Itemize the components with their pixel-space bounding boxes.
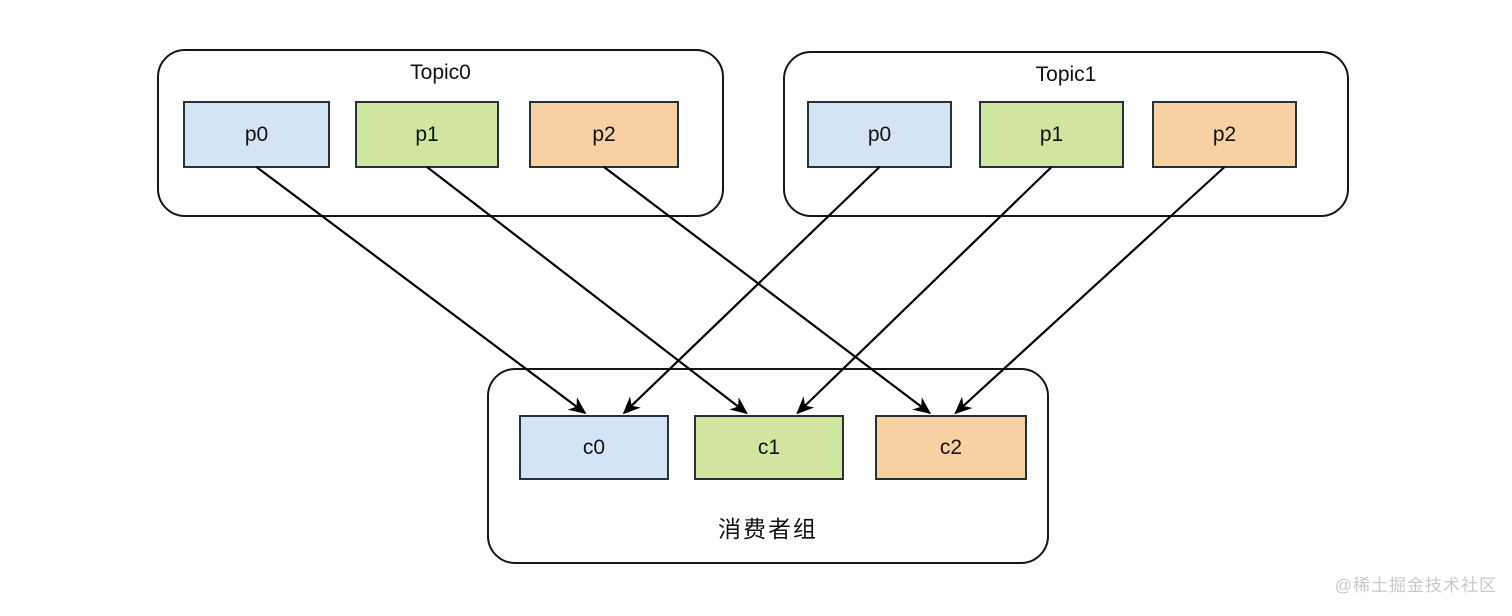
topic0-group: Topic0 p0 p1 p2: [157, 49, 724, 217]
topic0-partition-p2: p2: [529, 101, 679, 168]
consumer-label: c0: [582, 435, 606, 459]
consumer-group: 消费者组 c0 c1 c2: [487, 368, 1049, 564]
topic1-partition-p0: p0: [807, 101, 952, 168]
topic1-partition-p1: p1: [979, 101, 1124, 168]
topic0-partition-p0: p0: [183, 101, 330, 168]
topic0-partition-p1: p1: [355, 101, 499, 168]
consumer-c0: c0: [519, 415, 669, 480]
partition-label: p1: [415, 122, 439, 146]
topic0-title: Topic0: [410, 61, 471, 84]
partition-label: p0: [867, 122, 892, 146]
partition-label: p2: [592, 122, 616, 146]
topic1-partition-p2: p2: [1152, 101, 1297, 168]
partition-label: p1: [1039, 122, 1064, 146]
consumer-label: c2: [939, 435, 963, 459]
consumer-group-title: 消费者组: [718, 516, 818, 542]
watermark: @稀土掘金技术社区: [1334, 576, 1497, 595]
partition-label: p2: [1212, 122, 1237, 146]
topic1-group: Topic1 p0 p1 p2: [783, 51, 1349, 217]
consumer-c1: c1: [694, 415, 844, 480]
consumer-c2: c2: [875, 415, 1027, 480]
partition-label: p0: [244, 122, 269, 146]
consumer-label: c1: [757, 435, 781, 459]
topic1-title: Topic1: [1035, 63, 1097, 86]
